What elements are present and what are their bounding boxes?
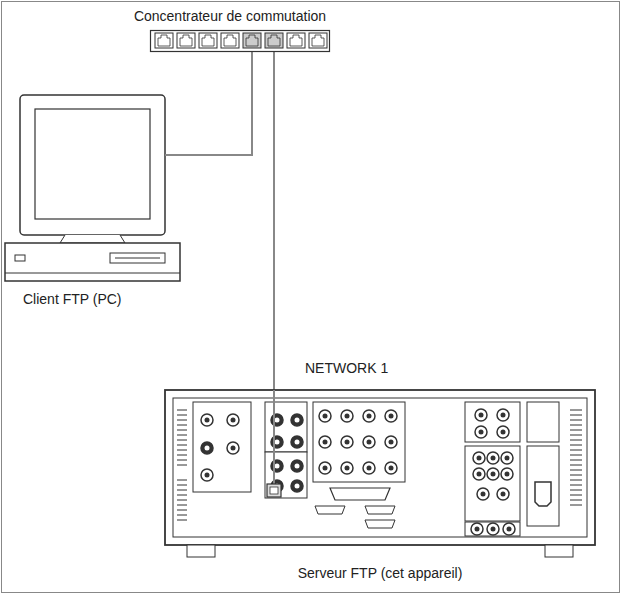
switching-hub: Concentrateur de commutation	[150, 30, 330, 52]
device-label: Concentrateur de commutation	[134, 8, 326, 24]
switching-hub-drawing	[150, 30, 330, 52]
ftp-server-unit: Serveur FTP (cet appareil)	[165, 390, 595, 545]
network-cable	[180, 52, 252, 155]
ftp-client-pc-drawing	[5, 95, 180, 285]
device-label: Client FTP (PC)	[23, 291, 122, 307]
port-label: NETWORK 1	[305, 360, 388, 376]
network-cable	[273, 52, 275, 390]
ftp-client-pc: Client FTP (PC)	[5, 95, 180, 285]
device-label: Serveur FTP (cet appareil)	[298, 565, 463, 581]
ftp-server-unit-drawing	[165, 390, 595, 545]
